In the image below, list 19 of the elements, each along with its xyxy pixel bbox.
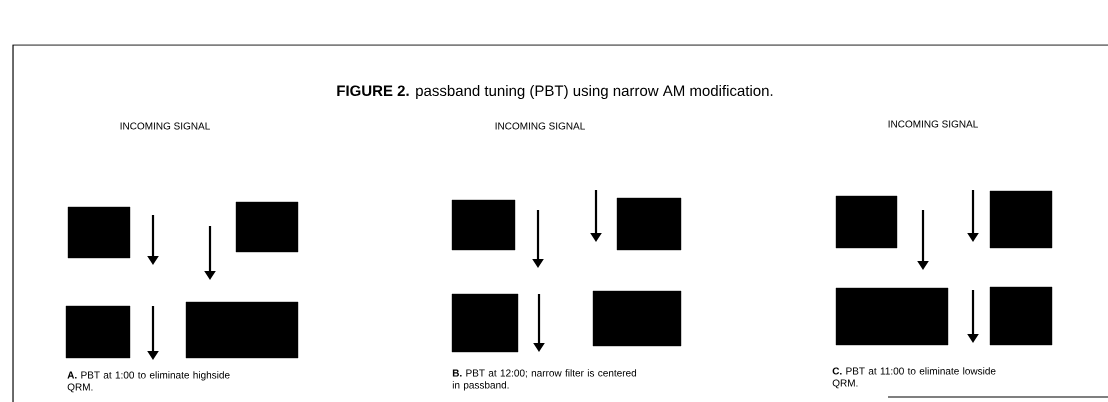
filter-block xyxy=(616,197,682,251)
filter-block xyxy=(185,301,299,359)
filter-block xyxy=(835,287,949,346)
figure-title: FIGURE 2. passband tuning (PBT) using narrow AM modification. xyxy=(337,85,773,99)
panel-caption: B. PBT at 12:00; narrow filter is centered in passband. xyxy=(452,369,637,391)
filter-block xyxy=(592,290,682,347)
panel-caption: A. PBT at 1:00 to eliminate highside QRM. xyxy=(67,371,230,393)
panel-heading: INCOMING SIGNAL xyxy=(888,120,978,128)
filter-block xyxy=(989,286,1053,346)
filter-block xyxy=(989,190,1053,249)
filter-block xyxy=(67,206,131,259)
filter-block xyxy=(451,199,516,251)
filter-block xyxy=(451,293,519,353)
filter-block xyxy=(235,201,299,253)
filter-block xyxy=(65,305,131,359)
filter-block xyxy=(835,195,898,249)
panel-heading: INCOMING SIGNAL xyxy=(495,122,585,130)
panel-caption: C. PBT at 11:00 to eliminate lowside QRM. xyxy=(832,367,996,389)
panel-heading: INCOMING SIGNAL xyxy=(120,122,210,130)
